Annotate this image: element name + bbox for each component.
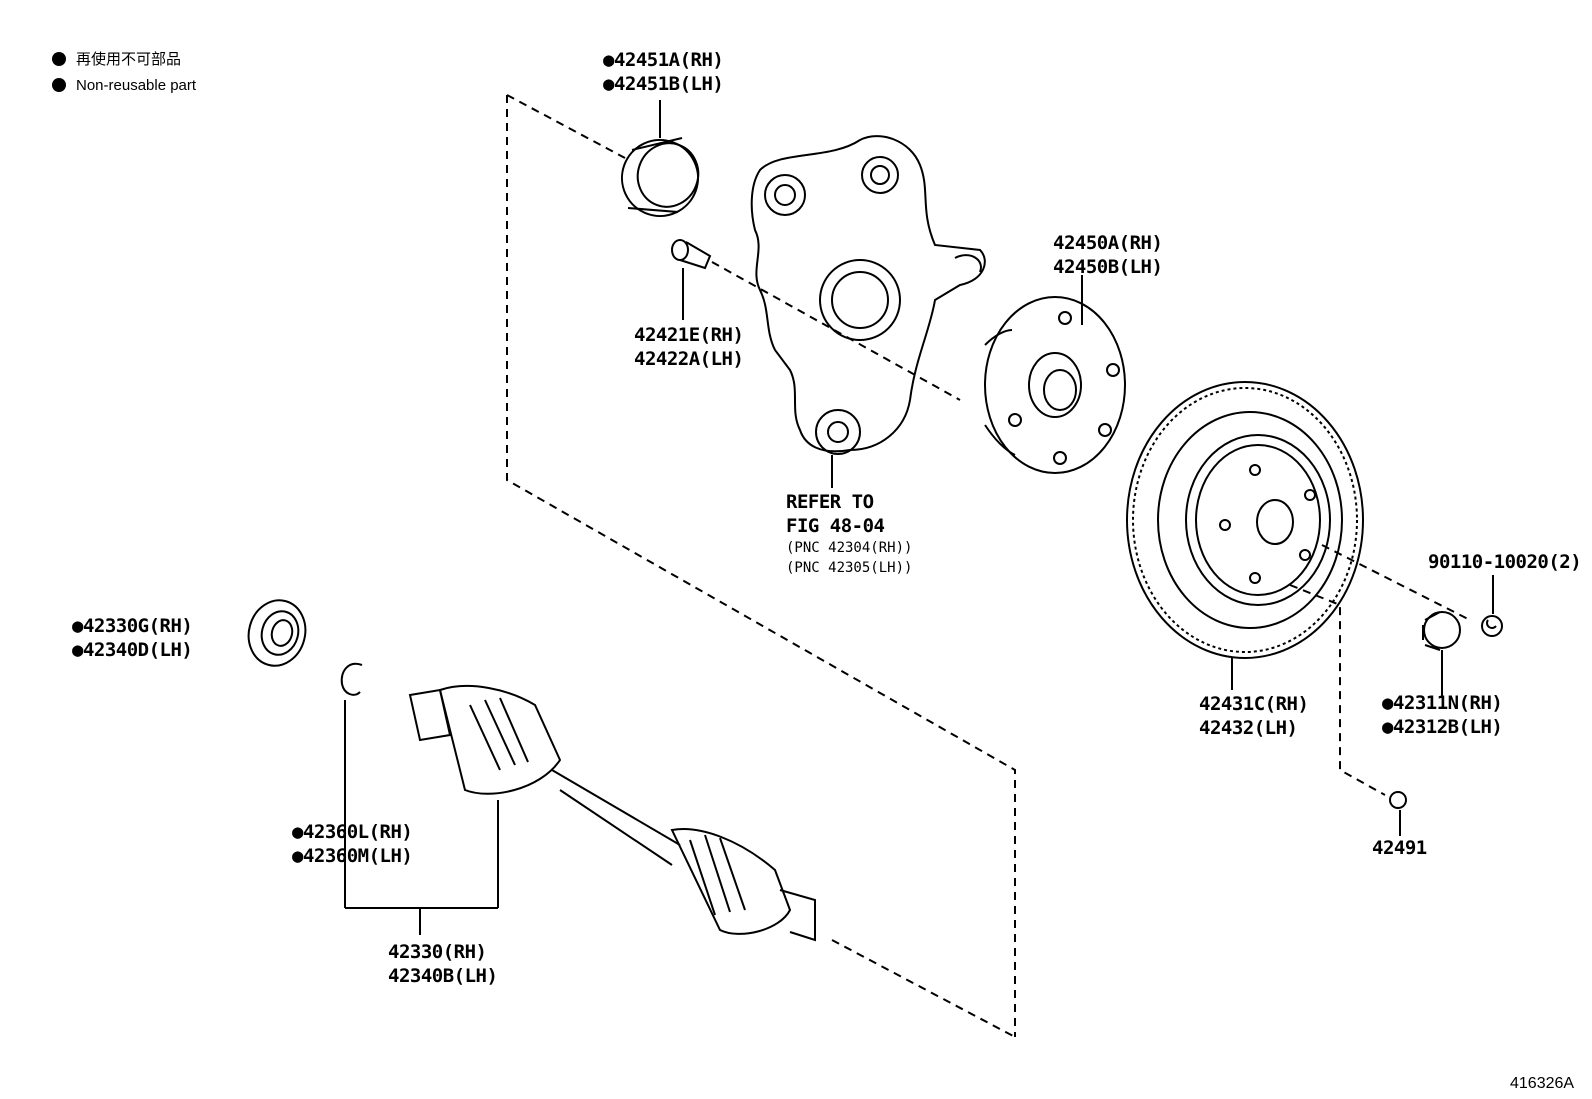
hub-bearing [984,296,1126,474]
snap-ring [340,662,363,696]
dust-seal [247,599,307,667]
steering-knuckle [750,135,986,455]
hub-nut [1422,611,1461,651]
small-bolt [1481,615,1503,637]
oil-seal-ring [621,137,700,217]
small-bolt-label[interactable]: 90110-10020(2) [1428,551,1582,573]
knuckle-bolt [671,239,712,270]
legend-dot-icon [52,52,66,66]
plug-label[interactable]: 42491 [1372,837,1427,859]
shaft-axis-dash [831,939,1016,1038]
drive-shaft-label[interactable]: 42330(RH)42340B(LH) [388,941,498,987]
assembly-frame [506,95,1016,1037]
legend-jp-text: 再使用不可部品 [76,51,182,68]
knuckle-pnc-label: (PNC 42304(RH))(PNC 42305(LH)) [786,540,913,576]
snap-ring-label[interactable]: ●42360L(RH)●42360M(LH) [292,821,413,867]
hub-label[interactable]: 42450A(RH)42450B(LH) [1053,232,1163,278]
nut-label[interactable]: ●42311N(RH)●42312B(LH) [1382,692,1503,738]
legend-en-text: Non-reusable part [76,77,197,94]
frame-top-dash [506,94,626,159]
figure-id: 416326A [1510,1075,1575,1092]
dust-seal-label[interactable]: ●42330G(RH)●42340D(LH) [72,615,193,661]
brake-disc [1126,381,1364,659]
plug-dash [1289,584,1386,796]
bolt-label[interactable]: 42421E(RH)42422A(LH) [634,324,744,370]
disc-label[interactable]: 42431C(RH)42432(LH) [1199,693,1309,739]
legend-en: Non-reusable part [52,74,196,98]
oil-seal-label[interactable]: ●42451A(RH)●42451B(LH) [603,49,724,95]
legend-jp: 再使用不可部品 [52,48,181,72]
drive-shaft [408,684,816,942]
plug-part [1389,791,1407,809]
legend-dot-icon [52,78,66,92]
